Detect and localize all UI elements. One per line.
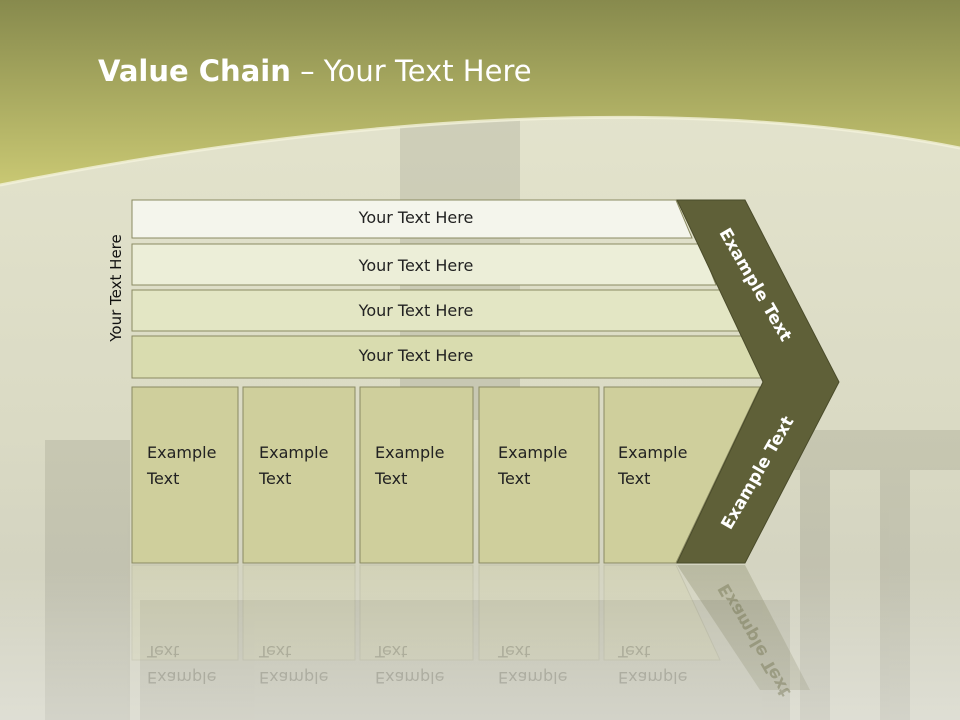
box-text-5: Example Text	[618, 440, 687, 492]
box-text-2: Example Text	[259, 440, 328, 492]
box-text-3: Example Text	[375, 440, 444, 492]
slide-title-rest: – Your Text Here	[290, 54, 532, 88]
box-text-3-line2: Text	[375, 469, 408, 488]
box-text-4: Example Text	[498, 440, 567, 492]
slide-title-bold: Value Chain	[98, 54, 291, 88]
box-text-2-line2: Text	[259, 469, 292, 488]
header-band	[0, 0, 960, 185]
box-text-5-line1: Example	[618, 443, 688, 462]
slide-title: Value Chain – Your Text Here	[98, 54, 532, 88]
box-text-1: Example Text	[147, 440, 216, 492]
header-curve	[0, 115, 960, 187]
box-text-4-line1: Example	[498, 443, 568, 462]
box-5	[603, 386, 761, 564]
box-2	[242, 386, 356, 564]
box-text-2-line1: Example	[259, 443, 329, 462]
box-text-3-line1: Example	[375, 443, 445, 462]
vertical-axis-label: Your Text Here	[107, 234, 125, 342]
box-4	[478, 386, 600, 564]
reflection-fade	[0, 565, 960, 720]
bar-label-1: Your Text Here	[358, 208, 474, 227]
bar-label-4: Your Text Here	[358, 346, 474, 365]
box-1	[131, 386, 239, 564]
box-text-1-line2: Text	[147, 469, 180, 488]
bar-label-3: Your Text Here	[358, 301, 474, 320]
box-text-1-line1: Example	[147, 443, 217, 462]
bar-1	[131, 199, 693, 239]
bar-2	[131, 243, 717, 286]
box-3	[359, 386, 474, 564]
box-text-4-line2: Text	[498, 469, 531, 488]
bar-label-2: Your Text Here	[358, 256, 474, 275]
box-text-5-line2: Text	[618, 469, 651, 488]
chevron-arrow	[676, 199, 840, 564]
